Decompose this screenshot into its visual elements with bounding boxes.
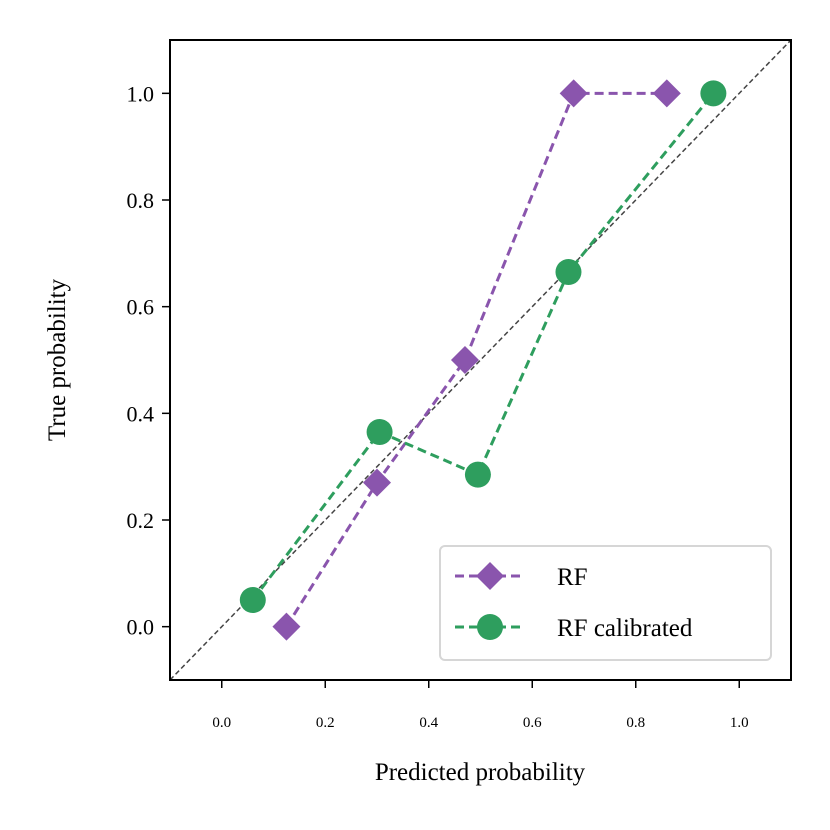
y-axis-label: True probability [44,278,71,441]
y-tick-label-4: 0.8 [127,188,155,213]
series-line-0 [285,91,667,628]
legend: RF RF calibrated [439,545,772,661]
axes: 0.0 0.2 0.4 0.6 0.8 1.0 0.0 0.2 0.4 0.6 0.8 1.0 [127,81,749,731]
y-tick-label-3: 0.6 [127,295,155,320]
series-0-point-2 [450,346,479,374]
x-tick-label-5: 1.0 [730,715,749,731]
y-tick-label-0: 0.0 [127,615,155,640]
y-tick-label-5: 1.0 [127,81,155,106]
plot-area [170,40,791,680]
series-1-point-4 [700,80,727,107]
series-0-point-3 [559,79,588,108]
series-line-1 [251,92,715,601]
legend-label-rf-calibrated: RF calibrated [557,615,693,642]
series-0-point-4 [652,79,681,108]
x-tick-label-4: 0.8 [626,715,645,731]
x-tick-label-1: 0.2 [316,715,335,731]
x-tick-label-2: 0.4 [419,715,438,731]
x-axis-label: Predicted probability [375,759,586,786]
plot-frame [169,39,792,681]
legend-marker-rf-calibrated [477,614,503,640]
y-tick-label-1: 0.2 [127,508,155,533]
series-1-point-2 [464,461,491,488]
series-1-point-0 [239,587,266,613]
series-1-point-3 [555,259,582,285]
legend-label-rf: RF [557,564,588,591]
legend-marker-rf [476,562,504,590]
series-1-point-1 [366,419,393,445]
legend-box [439,545,772,661]
x-tick-label-3: 0.6 [523,715,542,731]
series-0-point-1 [363,468,391,497]
series-0-point-0 [272,612,301,641]
y-tick-label-2: 0.4 [127,401,155,426]
x-tick-label-0: 0.0 [212,715,231,731]
